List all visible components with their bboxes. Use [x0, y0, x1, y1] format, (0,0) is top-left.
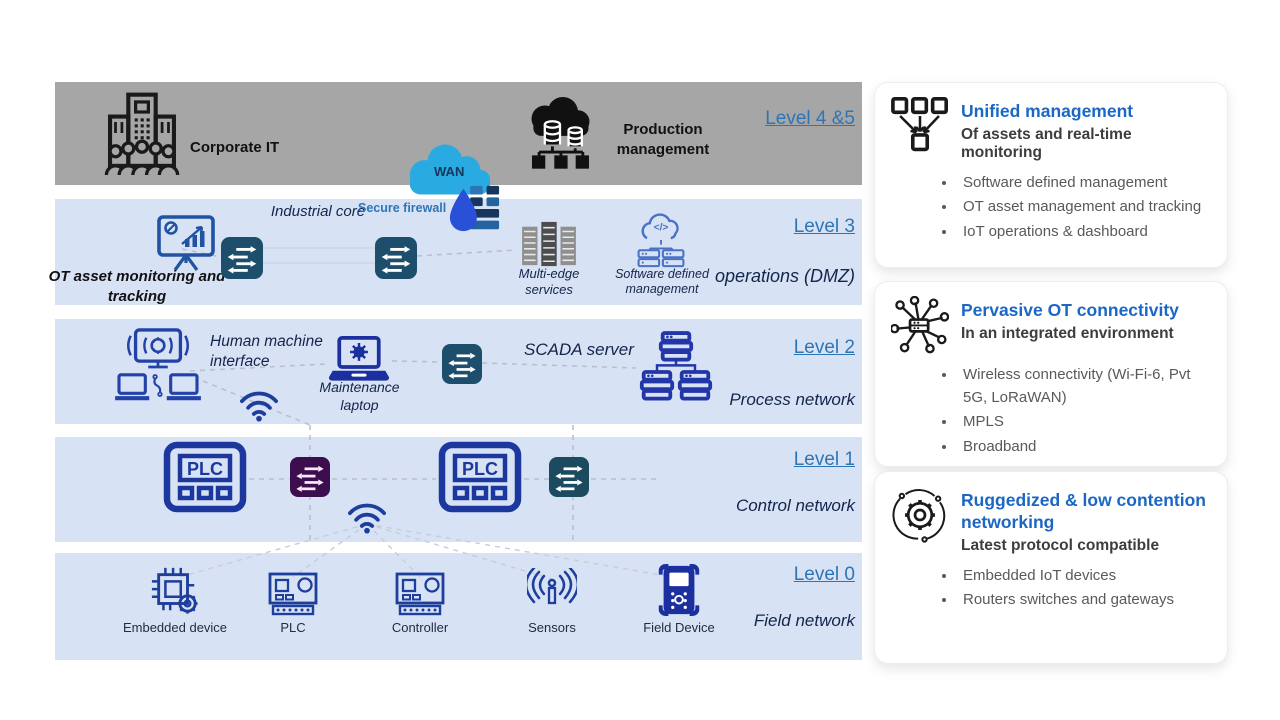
card-bullet: IoT operations & dashboard [957, 221, 1211, 244]
corporate-building-icon [104, 92, 180, 176]
scada-server-label: SCADA server [524, 340, 634, 359]
ot-asset-monitoring-group [156, 214, 216, 272]
field-device-icon [658, 564, 700, 616]
card-title: Ruggedized & low contention networking [961, 490, 1206, 532]
level-2-link[interactable]: Level 2 [793, 337, 855, 358]
level-0-link[interactable]: Level 0 [793, 564, 855, 585]
card-bullet: Routers switches and gateways [957, 589, 1211, 612]
scada-server-icon [638, 330, 714, 414]
production-management-label: Production management [616, 121, 710, 159]
laptop-gear-icon [328, 336, 390, 381]
sdm-label: Software defined management [615, 267, 709, 296]
card-bullet-list: Wireless connectivity (Wi-Fi-6, Pvt 5G, … [957, 364, 1211, 458]
card-title: Pervasive OT connectivity [961, 300, 1179, 320]
card-bullet: Broadband [957, 436, 1211, 459]
card-subtitle: In an integrated environment [961, 324, 1174, 342]
maintenance-laptop-group [328, 336, 390, 383]
level-3-link[interactable]: Level 3 [793, 216, 855, 237]
field-device-group: Field Device [643, 564, 715, 636]
plc-1-text: PLC [187, 459, 223, 479]
controller-group: Controller [391, 572, 449, 636]
card-pervasive-connectivity: Pervasive OT connectivity In an integrat… [874, 281, 1228, 467]
control-switch-1-icon [290, 457, 330, 497]
embedded-device-group: Embedded device [123, 566, 227, 636]
core-switch-1-icon [221, 237, 263, 279]
card-ruggedized-networking: Ruggedized & low contention networking L… [874, 471, 1228, 664]
plc-1-icon: PLC [163, 441, 247, 513]
plc-2-text: PLC [462, 459, 498, 479]
corporate-it-group [100, 90, 184, 176]
card-subtitle: Of assets and real-time monitoring [961, 125, 1132, 161]
controller-icon [395, 572, 445, 616]
edge-servers-icon [522, 221, 576, 267]
corporate-it-label: Corporate IT [190, 139, 280, 156]
hmi-group [113, 328, 203, 406]
wan-label: WAN [434, 164, 465, 179]
dmz-label: operations (DMZ) [714, 266, 855, 286]
svg-text:</>: </> [654, 223, 669, 234]
secure-firewall-icon [447, 183, 501, 235]
multi-edge-group [518, 220, 580, 268]
ruggedized-gear-icon [891, 486, 949, 544]
card-unified-management: Unified management Of assets and real-ti… [874, 82, 1228, 268]
card-bullet: MPLS [957, 411, 1211, 434]
process-switch-icon [442, 344, 482, 384]
plc-2-icon: PLC [438, 441, 522, 513]
wifi-icon-level2 [236, 386, 282, 422]
wan-cloud-icon [398, 142, 496, 196]
sensors-group: Sensors [527, 568, 577, 636]
embedded-chip-icon [151, 567, 198, 614]
card-subtitle: Latest protocol compatible [961, 536, 1160, 554]
industrial-core-label: Industrial core [270, 203, 366, 220]
device-label: PLC [280, 620, 306, 635]
cloud-database-icon [531, 96, 590, 169]
core-switch-2-icon [375, 237, 417, 279]
production-management-group [522, 96, 598, 172]
connectivity-hub-icon [891, 296, 949, 354]
card-bullet: OT asset management and tracking [957, 196, 1211, 219]
card-bullet: Wireless connectivity (Wi-Fi-6, Pvt 5G, … [957, 364, 1211, 409]
card-bullet: Software defined management [957, 172, 1211, 195]
hmi-icon [115, 328, 201, 401]
card-title: Unified management [961, 101, 1134, 121]
device-label: Controller [391, 620, 449, 635]
device-label: Embedded device [122, 620, 228, 635]
card-bullet-list: Embedded IoT devices Routers switches an… [957, 565, 1211, 612]
sdm-group: </> [632, 212, 690, 268]
level-45-link[interactable]: Level 4 &5 [765, 108, 855, 129]
secure-firewall-label: Secure firewall [358, 201, 447, 215]
card-bullet: Embedded IoT devices [957, 565, 1211, 588]
maintenance-laptop-label: Maintenance laptop [319, 379, 400, 413]
level-1-link[interactable]: Level 1 [793, 449, 855, 470]
multi-edge-label: Multi-edge services [518, 266, 580, 297]
ot-asset-monitoring-label: OT asset monitoring and tracking [48, 268, 226, 305]
card-bullet-list: Software defined management OT asset man… [957, 172, 1211, 244]
monitoring-board-icon [157, 215, 215, 271]
control-network-label: Control network [735, 496, 855, 515]
plc-small-group: PLC [268, 572, 318, 636]
wifi-icon-level1 [344, 498, 390, 534]
org-chart-icon [891, 97, 949, 153]
device-label: Field Device [643, 620, 715, 635]
sensor-antenna-icon [527, 568, 577, 605]
process-network-label: Process network [729, 390, 855, 409]
field-network-label: Field network [753, 611, 855, 630]
device-label: Sensors [528, 620, 576, 635]
control-switch-2-icon [549, 457, 589, 497]
plc-small-icon [268, 572, 318, 616]
cloud-code-icon: </> [637, 213, 685, 268]
